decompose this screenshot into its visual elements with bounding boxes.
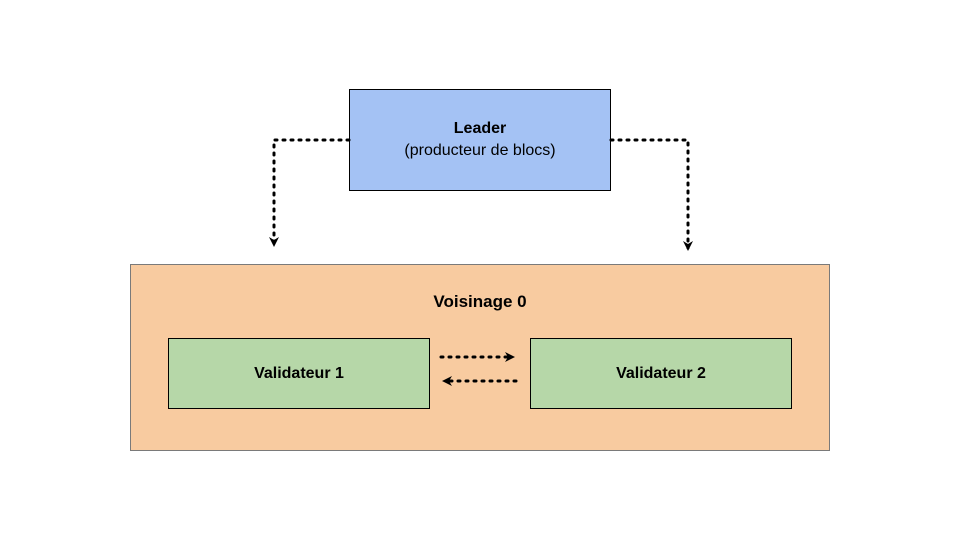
leader-title: Leader — [453, 120, 507, 137]
validator-2-box: Validateur 2 — [530, 338, 792, 409]
validator-1-box: Validateur 1 — [168, 338, 430, 409]
leader-to-right-arrow — [609, 138, 693, 251]
validator-2-label: Validateur 2 — [616, 364, 706, 382]
validator-1-label: Validateur 1 — [254, 364, 344, 382]
leader-subtitle: (producteur de blocs) — [404, 142, 556, 159]
leader-to-left-arrow — [269, 138, 351, 247]
neighborhood-title: Voisinage 0 — [433, 292, 527, 311]
leader-box: Leader (producteur de blocs) — [349, 89, 611, 191]
